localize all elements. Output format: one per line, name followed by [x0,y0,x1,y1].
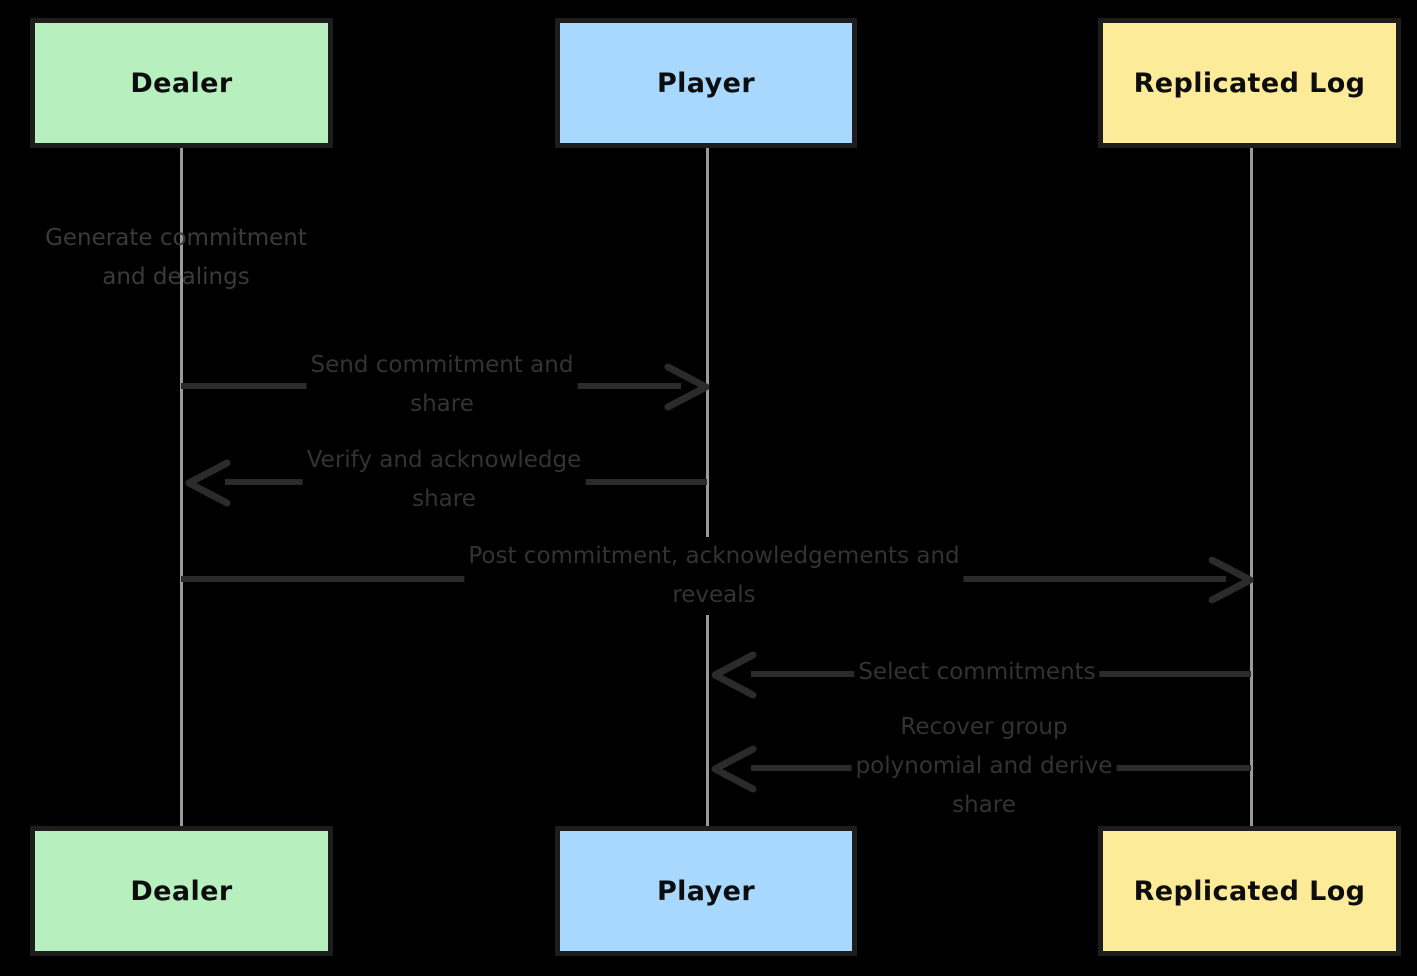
arrow-head-right-send-commitment-share [664,363,710,411]
note-label-line: Generate commitment [45,225,307,251]
message-label-recover-group-polynomial: Recover group polynomial and derive shar… [851,708,1117,825]
participant-box-player-top[interactable]: Player [555,18,857,148]
message-label-line: Post commitment, acknowledgements and [468,537,960,576]
message-label-verify-acknowledge-share: Verify and acknowledge share [302,441,586,519]
message-label-line: Recover group [855,708,1113,747]
participant-label-dealer-top: Dealer [130,67,233,99]
participant-label-player-bottom: Player [656,875,756,907]
participant-box-player-bottom[interactable]: Player [555,826,857,956]
participant-label-replicated-log-bottom: Replicated Log [1133,875,1366,907]
participant-label-dealer-bottom: Dealer [130,875,233,907]
participant-label-replicated-log-top: Replicated Log [1133,67,1366,99]
arrow-head-left-recover-group-polynomial [711,745,757,793]
lifeline-replicated-log [1250,148,1253,828]
message-label-line: Verify and acknowledge [306,441,582,480]
participant-box-replicated-log-bottom[interactable]: Replicated Log [1098,826,1401,956]
message-label-line: share [310,385,574,424]
participant-box-dealer-top[interactable]: Dealer [30,18,333,148]
note-label-line: and dealings [102,264,250,290]
message-label-post-commitment: Post commitment, acknowledgements and re… [464,537,964,615]
message-label-line: share [306,480,582,519]
message-label-send-commitment-share: Send commitment and share [306,346,578,424]
message-label-line: share [855,786,1113,825]
participant-label-player-top: Player [656,67,756,99]
participant-box-replicated-log-top[interactable]: Replicated Log [1098,18,1401,148]
arrow-head-right-post-commitment [1208,556,1254,604]
message-label-line: polynomial and derive [855,747,1113,786]
message-label-line: Select commitments [858,653,1096,692]
lifeline-dealer [180,148,183,828]
lifeline-player [706,148,709,828]
note-generate-commitment-dealings: Generate commitment and dealings [45,219,307,297]
message-label-line: Send commitment and [310,346,574,385]
message-label-line: reveals [468,576,960,615]
arrow-head-left-select-commitments [711,651,757,699]
arrow-head-left-verify-acknowledge-share [185,459,231,507]
participant-box-dealer-bottom[interactable]: Dealer [30,826,333,956]
message-label-select-commitments: Select commitments [854,653,1100,692]
